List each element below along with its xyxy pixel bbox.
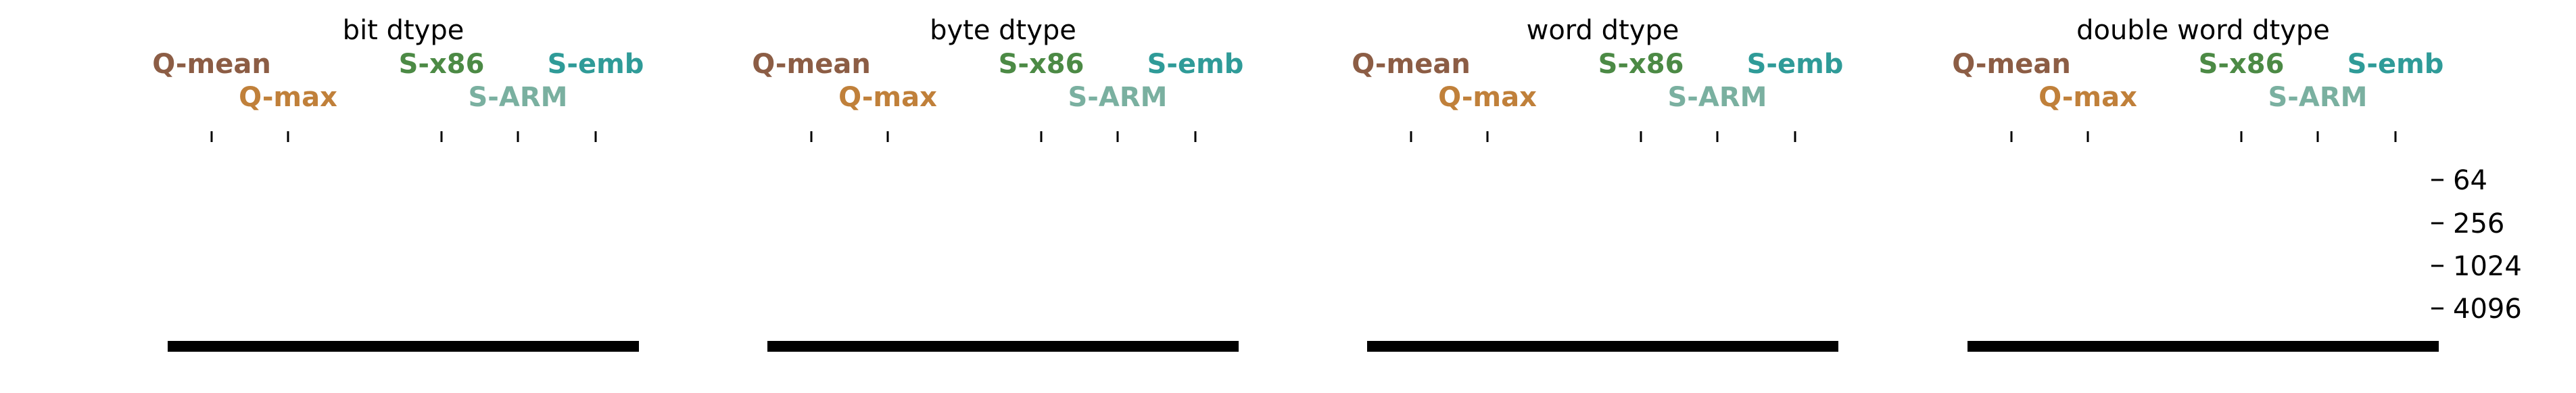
panel-title: word dtype (1527, 15, 1679, 46)
category-label: S-ARM (2268, 82, 2368, 113)
category-label: Q-mean (1952, 49, 2071, 80)
category-label: S-ARM (1668, 82, 1767, 113)
category-label: Q-mean (752, 49, 871, 80)
category-label: Q-mean (152, 49, 271, 80)
category-label: S-ARM (469, 82, 568, 113)
category-label: S-ARM (1068, 82, 1168, 113)
y-tick-label: 4096 (2453, 294, 2522, 325)
y-tick-label: 64 (2453, 165, 2487, 196)
category-label: S-emb (1147, 49, 1244, 80)
panel-title: double word dtype (2076, 15, 2330, 46)
category-label: S-emb (2347, 49, 2444, 80)
category-label: Q-max (838, 82, 937, 113)
category-label: S-x86 (399, 49, 485, 80)
panel-title: bit dtype (343, 15, 464, 46)
y-tick-label: 256 (2453, 208, 2504, 239)
category-label: S-x86 (2199, 49, 2285, 80)
y-tick-label: 1024 (2453, 251, 2522, 282)
category-label: S-x86 (999, 49, 1084, 80)
category-label: Q-max (1438, 82, 1537, 113)
category-label: Q-max (239, 82, 337, 113)
category-label: Q-max (2038, 82, 2137, 113)
category-label: S-x86 (1598, 49, 1684, 80)
panel-title: byte dtype (930, 15, 1076, 46)
category-label: Q-mean (1352, 49, 1471, 80)
category-label: S-emb (548, 49, 644, 80)
category-label: S-emb (1747, 49, 1844, 80)
